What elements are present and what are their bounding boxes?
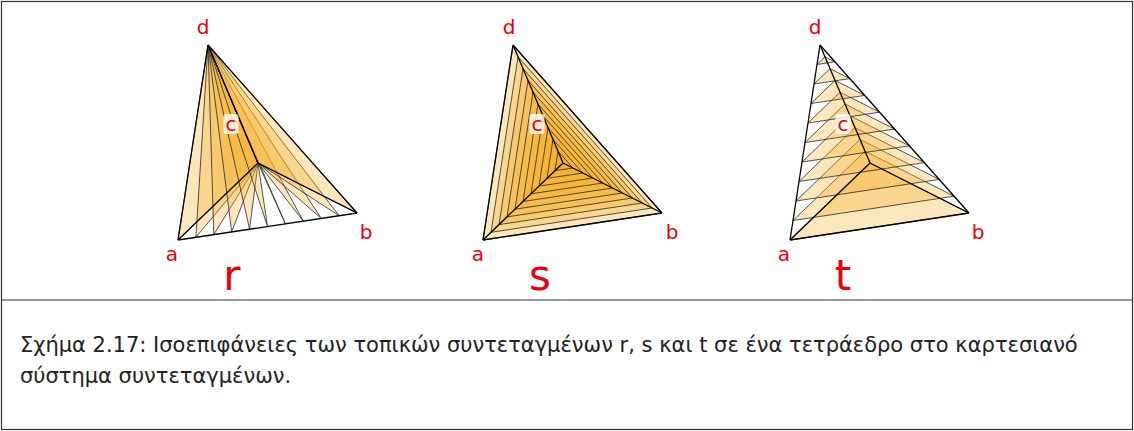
tetrahedron-edge bbox=[790, 45, 820, 240]
isosurface bbox=[491, 57, 652, 233]
tetrahedron-edge bbox=[208, 45, 357, 213]
tetrahedron-edge bbox=[483, 213, 662, 240]
tetrahedron-edge bbox=[513, 45, 563, 163]
tetrahedron-edge bbox=[790, 213, 969, 240]
tetrahedron-edge bbox=[178, 45, 208, 240]
tetrahedron-edge bbox=[208, 45, 258, 163]
isosurface bbox=[499, 69, 642, 225]
isosurface bbox=[507, 80, 632, 217]
tetrahedron-edge bbox=[178, 213, 357, 240]
vertex-label: b bbox=[360, 222, 373, 242]
isosurface bbox=[811, 80, 865, 103]
coordinate-name: t bbox=[835, 255, 851, 297]
vertex-label: d bbox=[197, 17, 210, 37]
isosurface bbox=[814, 69, 850, 84]
tetrahedron-edge bbox=[820, 45, 870, 163]
caption-divider bbox=[2, 299, 1133, 300]
isosurface bbox=[483, 45, 662, 240]
figure-caption: Σχήμα 2.17: Ισοεπιφάνειες των τοπικών συ… bbox=[20, 330, 1116, 392]
coordinate-name: r bbox=[223, 255, 240, 297]
vertex-label: d bbox=[809, 17, 822, 37]
tetrahedron-edge bbox=[563, 163, 662, 213]
tetrahedron bbox=[790, 45, 969, 240]
tetrahedron-edge bbox=[870, 163, 969, 213]
tetrahedron-edge bbox=[790, 163, 870, 240]
tetrahedron-edge bbox=[258, 163, 357, 213]
tetrahedron-edge bbox=[483, 45, 513, 240]
vertex-label: c bbox=[836, 114, 851, 134]
vertex-label: b bbox=[666, 222, 679, 242]
isosurface bbox=[539, 128, 593, 187]
isosurface bbox=[523, 104, 613, 202]
vertex-label: a bbox=[166, 244, 178, 264]
tetrahedron-edge bbox=[483, 163, 563, 240]
vertex-label: c bbox=[530, 114, 545, 134]
tetrahedron-edge bbox=[513, 45, 662, 213]
vertex-label: c bbox=[224, 114, 239, 134]
vertex-label: a bbox=[472, 244, 484, 264]
tetrahedron-edge bbox=[820, 45, 969, 213]
tetrahedron bbox=[483, 45, 662, 240]
isosurface bbox=[208, 45, 357, 213]
tetrahedron bbox=[178, 45, 357, 240]
vertex-label: a bbox=[778, 244, 790, 264]
vertex-label: d bbox=[503, 17, 516, 37]
tetrahedron-edge bbox=[178, 163, 258, 240]
vertex-label: b bbox=[972, 222, 985, 242]
coordinate-name: s bbox=[529, 255, 551, 297]
